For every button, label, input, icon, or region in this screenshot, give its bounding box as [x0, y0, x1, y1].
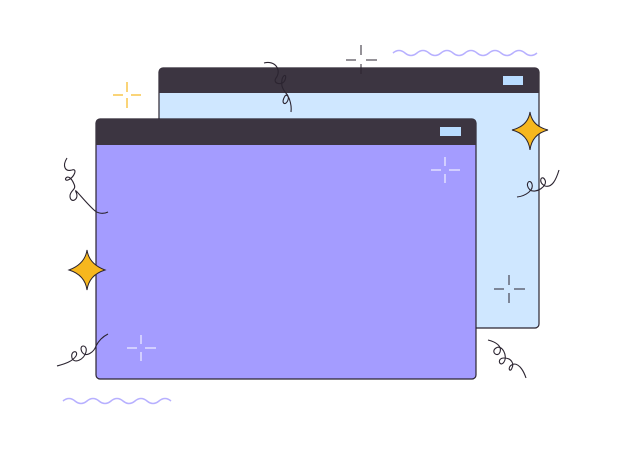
back-window-button — [503, 76, 523, 85]
plus-star-icon — [346, 45, 377, 74]
squiggle-line — [56, 333, 109, 367]
squiggle-line — [63, 157, 109, 214]
plus-star-icon — [127, 335, 156, 361]
squiggle-line — [263, 61, 292, 113]
plus-star-icon — [494, 275, 525, 303]
sparkle-icon — [511, 111, 549, 151]
plus-star-icon — [113, 82, 141, 108]
front-window-titlebar — [96, 119, 476, 145]
back-window-titlebar — [159, 68, 539, 93]
squiggle-line — [487, 339, 527, 379]
front-window-button — [440, 127, 461, 136]
wave-line — [392, 49, 538, 57]
plus-star-icon — [431, 157, 460, 183]
squiggle-line — [516, 169, 560, 198]
sparkle-icon — [67, 249, 107, 291]
front-window-body — [95, 118, 477, 380]
wave-line — [62, 397, 172, 405]
front-browser-window — [95, 118, 477, 380]
